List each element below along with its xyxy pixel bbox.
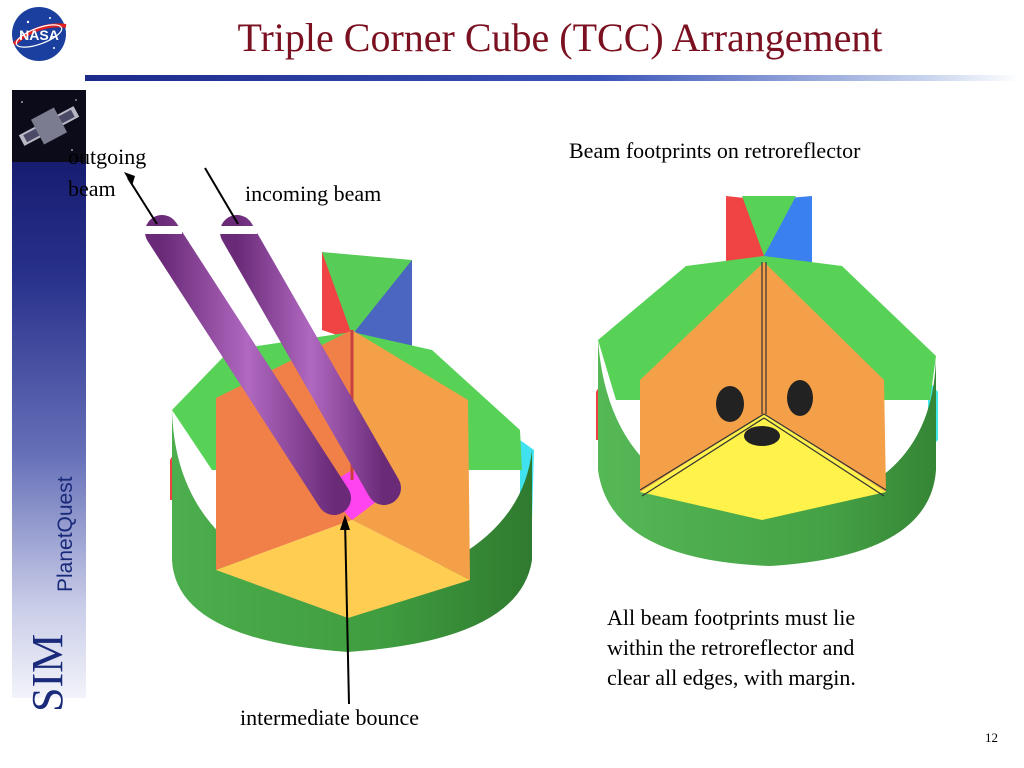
spacecraft-image (12, 90, 86, 162)
footprint-note: All beam footprints must lie within the … (607, 603, 927, 693)
annotation-arrows (127, 167, 350, 705)
sim-text: SIM (23, 634, 72, 712)
left-beams (142, 215, 401, 515)
intermediate-bounce-label: intermediate bounce (240, 705, 419, 730)
page-number: 12 (985, 730, 998, 745)
nasa-logo: NASA (12, 7, 67, 61)
slide-title: Triple Corner Cube (TCC) Arrangement (237, 15, 883, 60)
left-corner-cube (170, 252, 534, 652)
incoming-beam-label: incoming beam (245, 181, 382, 206)
sidebar-band (12, 90, 86, 698)
outgoing-beam-label: outgoing beam (68, 141, 146, 205)
footprint-note-line1: All beam footprints must lie (607, 605, 856, 630)
nasa-logo-text: NASA (19, 27, 59, 43)
beam-footprints-label: Beam footprints on retroreflector (569, 138, 861, 163)
outgoing-beam-label-line1: outgoing (68, 144, 147, 169)
title-rule (85, 75, 1020, 81)
footprint-note-line2: within the retroreflector and (607, 635, 855, 660)
footprint-note-line3: clear all edges, with margin. (607, 665, 856, 690)
outgoing-beam-label-line2: beam (68, 176, 116, 201)
sim-planetquest-branding: PlanetQuest SIM (23, 476, 77, 712)
right-corner-cube (596, 196, 938, 566)
planetquest-text: PlanetQuest (54, 476, 77, 592)
